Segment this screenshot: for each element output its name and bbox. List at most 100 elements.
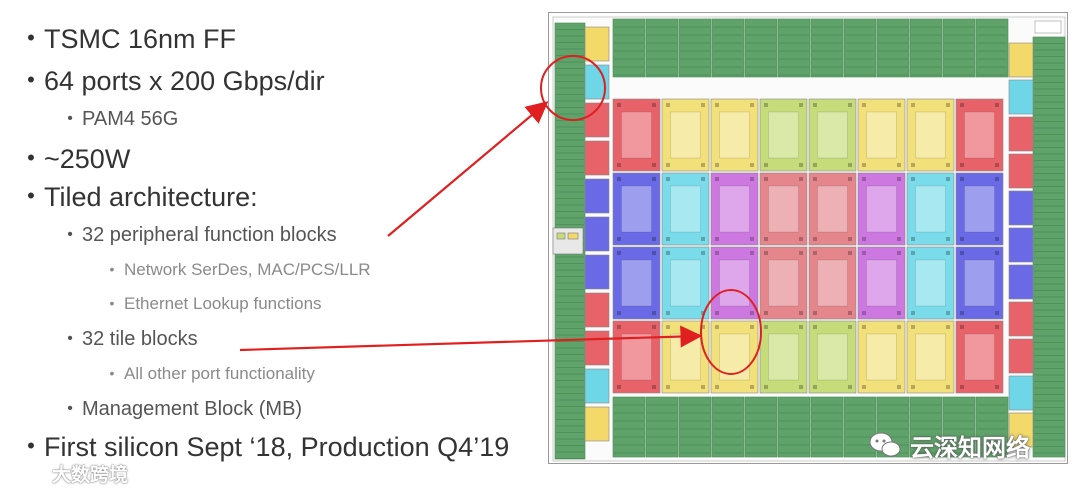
bullet-dot-icon: •	[27, 145, 35, 170]
serdes-top-lanes-12	[977, 26, 1007, 76]
bullet-dot-icon: •	[109, 261, 115, 277]
tile-block-r3-c8	[955, 246, 1004, 320]
tile-detail-r3-c2	[666, 251, 705, 315]
peripheral-strip-left-2	[584, 64, 610, 100]
tile-detail-r1-c3	[715, 103, 754, 167]
bullet-dot-icon: •	[109, 295, 115, 311]
bullet-level2-item: •32 peripheral function blocks	[62, 224, 336, 247]
bullet-dot-icon: •	[67, 226, 73, 243]
peripheral-strip-left-11	[584, 406, 610, 442]
serdes-bottom-lanes-1	[614, 404, 644, 454]
tile-detail-r1-c7	[911, 103, 950, 167]
tile-detail-r4-c2	[666, 325, 705, 389]
tile-block-r3-c4	[759, 246, 808, 320]
serdes-top-block-12	[975, 18, 1009, 78]
bullet-level2-item: •32 tile blocks	[62, 328, 197, 351]
bullet-dot-icon: •	[27, 183, 35, 208]
bullet-level3-item: • Network SerDes, MAC/PCS/LLR	[104, 260, 371, 280]
bullet-text: All other port functionality	[124, 364, 315, 383]
tile-block-r2-c5	[808, 172, 857, 246]
serdes-top-block-7	[810, 18, 844, 78]
serdes-top-lanes-7	[812, 26, 842, 76]
link-logo-icon	[7, 463, 43, 483]
serdes-bottom-block-11	[942, 396, 976, 458]
bullet-text: PAM4 56G	[82, 108, 179, 130]
tile-block-r1-c2	[661, 98, 710, 172]
management-block-detail	[567, 232, 579, 240]
tile-detail-r4-c7	[911, 325, 950, 389]
serdes-bottom-lanes-7	[812, 404, 842, 454]
serdes-top-lanes-9	[878, 26, 908, 76]
bullet-text: First silicon Sept ‘18, Production Q4’19	[44, 432, 510, 462]
tile-detail-r1-c2	[666, 103, 705, 167]
bullet-dot-icon: •	[67, 110, 73, 127]
serdes-top-block-11	[942, 18, 976, 78]
serdes-bottom-lanes-8	[845, 404, 875, 454]
tile-detail-r2-c6	[862, 177, 901, 241]
peripheral-strip-right-2	[1008, 79, 1034, 115]
tile-detail-r2-c7	[911, 177, 950, 241]
tile-detail-r4-c6	[862, 325, 901, 389]
serdes-bottom-lanes-11	[944, 404, 974, 454]
bullet-text: 64 ports x 200 Gbps/dir	[44, 66, 325, 96]
peripheral-strip-right-9	[1008, 338, 1034, 374]
serdes-top-block-10	[909, 18, 943, 78]
bullet-text: ~250W	[44, 144, 131, 174]
serdes-bottom-block-10	[909, 396, 943, 458]
tile-block-r3-c6	[857, 246, 906, 320]
bullet-level2-item: • PAM4 56G	[62, 108, 178, 131]
serdes-top-lanes-2	[647, 26, 677, 76]
serdes-bottom-lanes-6	[779, 404, 809, 454]
switch-die-floorplan	[548, 12, 1068, 464]
management-block-detail	[556, 232, 566, 240]
tile-block-r4-c5	[808, 320, 857, 394]
peripheral-strip-right-1	[1008, 42, 1034, 78]
bullet-dot-icon: •	[67, 400, 73, 417]
peripheral-strip-left-1	[584, 26, 610, 62]
tile-detail-r3-c1	[617, 251, 656, 315]
bullet-level3-item: •All other port functionality	[104, 364, 315, 384]
serdes-bottom-block-2	[645, 396, 679, 458]
serdes-column-right	[1032, 36, 1066, 458]
serdes-top-block-5	[744, 18, 778, 78]
peripheral-strip-right-10	[1008, 375, 1034, 411]
tile-detail-r2-c5	[813, 177, 852, 241]
watermark-right: 云深知网络	[868, 425, 1030, 465]
serdes-bottom-block-8	[843, 396, 877, 458]
tile-detail-r3-c3	[715, 251, 754, 315]
serdes-top-block-2	[645, 18, 679, 78]
tile-block-r2-c6	[857, 172, 906, 246]
die-floorplan-graphic	[552, 16, 1066, 462]
serdes-bottom-lanes-3	[680, 404, 710, 454]
tile-detail-r1-c5	[813, 103, 852, 167]
tile-detail-r3-c8	[960, 251, 999, 315]
tile-block-r3-c5	[808, 246, 857, 320]
serdes-top-lanes-10	[911, 26, 941, 76]
tile-detail-r2-c1	[617, 177, 656, 241]
tile-detail-r3-c5	[813, 251, 852, 315]
tile-detail-r1-c4	[764, 103, 803, 167]
serdes-bottom-lanes-5	[746, 404, 776, 454]
tile-block-r4-c8	[955, 320, 1004, 394]
watermark-left: 大数跨境	[6, 458, 128, 488]
tile-detail-r3-c7	[911, 251, 950, 315]
peripheral-strip-right-6	[1008, 227, 1034, 263]
wechat-icon	[869, 432, 901, 457]
tile-block-r1-c6	[857, 98, 906, 172]
corner-label-box	[1034, 20, 1062, 34]
serdes-bottom-block-7	[810, 396, 844, 458]
tile-block-r2-c7	[906, 172, 955, 246]
bullet-level1-item: • 64 ports x 200 Gbps/dir	[22, 66, 325, 97]
serdes-top-lanes-4	[713, 26, 743, 76]
serdes-top-lanes-11	[944, 26, 974, 76]
tile-detail-r2-c4	[764, 177, 803, 241]
bullet-level1-item: • ~250W	[22, 144, 130, 175]
bullet-dot-icon: •	[27, 67, 35, 92]
tile-detail-r3-c4	[764, 251, 803, 315]
tile-block-r1-c8	[955, 98, 1004, 172]
tile-block-r2-c3	[710, 172, 759, 246]
bullet-text: Network SerDes, MAC/PCS/LLR	[124, 260, 371, 279]
bullet-level3-item: •Ethernet Lookup functions	[104, 294, 322, 314]
bullet-text: Tiled architecture:	[44, 182, 258, 212]
tile-block-r2-c4	[759, 172, 808, 246]
